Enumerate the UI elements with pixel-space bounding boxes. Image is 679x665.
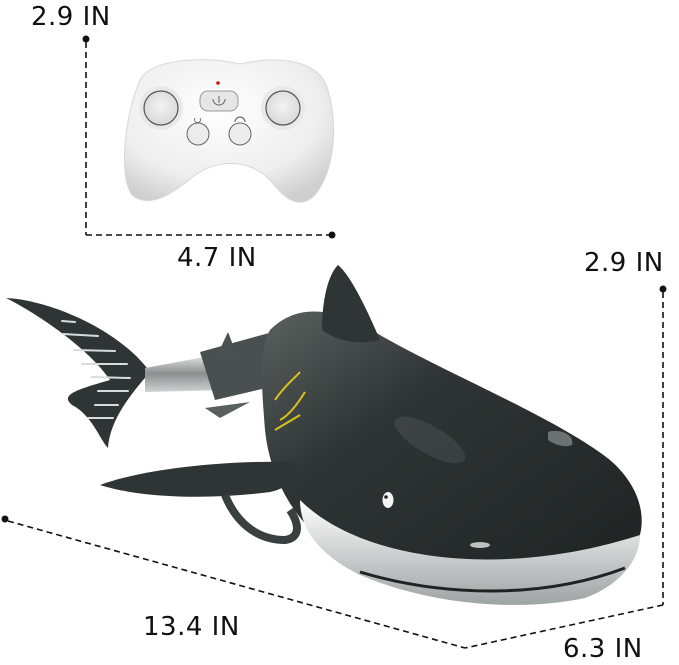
indicator-led bbox=[216, 81, 220, 85]
shark-body bbox=[261, 311, 642, 586]
shark-eye bbox=[382, 492, 394, 508]
dorsal-fin bbox=[322, 265, 380, 343]
pectoral-fin bbox=[100, 461, 297, 497]
shark-length-label: 13.4 IN bbox=[143, 612, 240, 642]
forward-button bbox=[228, 116, 252, 146]
remote-width-line bbox=[86, 231, 336, 239]
forward-icon bbox=[234, 116, 246, 123]
shark-width-line bbox=[464, 604, 664, 649]
logo-decal bbox=[274, 371, 306, 431]
shark-height-label: 2.9 IN bbox=[584, 248, 664, 278]
tail-fin-stripes bbox=[61, 320, 131, 419]
shark-mouth bbox=[359, 566, 626, 593]
rc-shark bbox=[6, 265, 642, 605]
rear-dorsal-fin bbox=[215, 332, 238, 360]
right-pectoral-fin bbox=[548, 430, 573, 447]
shark-length-line bbox=[1, 515, 466, 649]
right-joystick bbox=[261, 86, 305, 130]
remote-controller bbox=[123, 59, 335, 203]
power-button bbox=[199, 90, 239, 112]
turn-button bbox=[186, 117, 210, 146]
shark-width-label: 6.3 IN bbox=[563, 634, 643, 664]
remote-height-line bbox=[82, 35, 90, 235]
power-icon bbox=[212, 96, 226, 106]
remote-width-label: 4.7 IN bbox=[177, 243, 257, 273]
turn-icon bbox=[194, 117, 201, 124]
shark-height-line bbox=[659, 285, 667, 605]
pelvic-fin bbox=[221, 493, 301, 545]
remote-height-label: 2.9 IN bbox=[31, 2, 111, 32]
rear-pelvic-fin bbox=[205, 402, 250, 418]
left-joystick bbox=[139, 86, 183, 130]
tail-fin bbox=[6, 298, 150, 448]
